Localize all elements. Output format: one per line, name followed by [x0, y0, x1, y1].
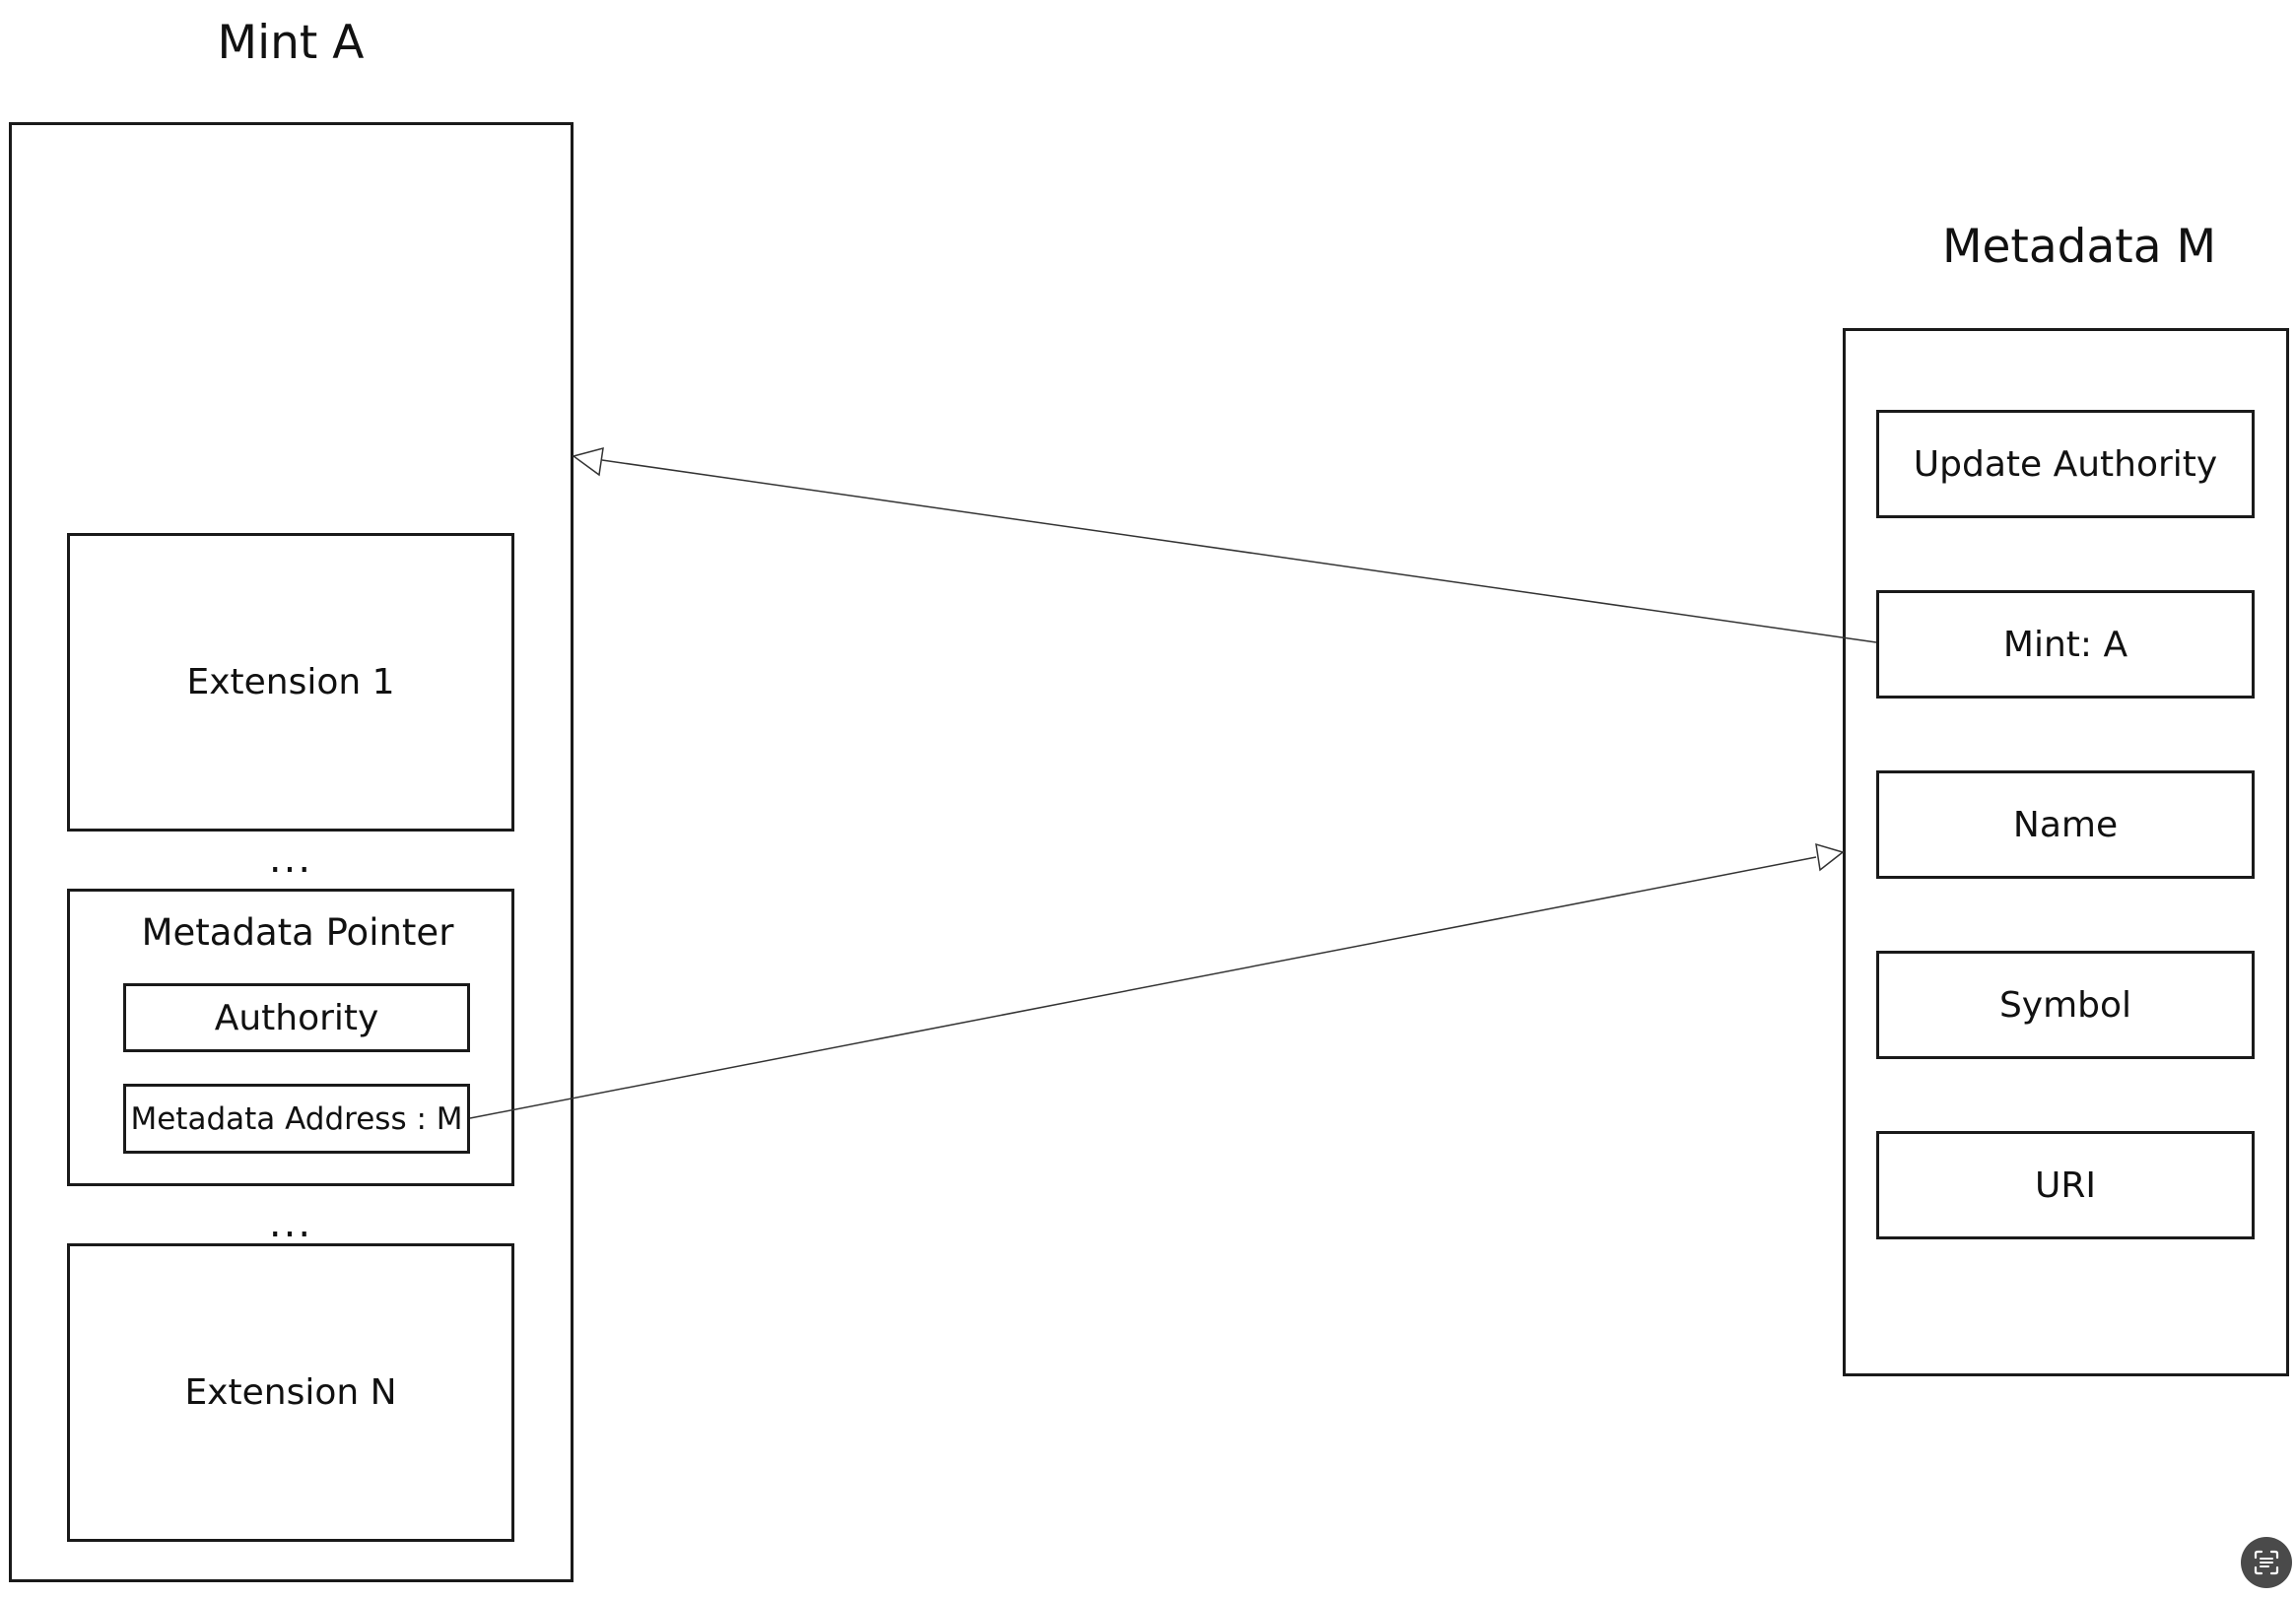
scan-text-icon	[2253, 1549, 2280, 1576]
metadata-title: Metadata M	[1941, 220, 2217, 274]
arrow-mint-field-to-mint-account	[572, 446, 1877, 643]
metadata-address-label: Metadata Address : M	[130, 1100, 463, 1137]
ellipsis-upper: ...	[268, 836, 313, 882]
field-symbol-label: Symbol	[1998, 984, 2132, 1026]
extension-1-label: Extension 1	[186, 662, 395, 702]
field-uri-label: URI	[2035, 1165, 2096, 1206]
extension-1-box: Extension 1	[67, 533, 514, 832]
metadata-pointer-title: Metadata Pointer	[141, 911, 454, 954]
extension-n-label: Extension N	[184, 1372, 397, 1413]
ellipsis-lower: ...	[268, 1201, 313, 1246]
arrow-metadata-address-to-metadata-account	[469, 842, 1845, 1119]
pointer-authority-box: Authority	[123, 983, 470, 1052]
field-update-authority: Update Authority	[1876, 410, 2255, 518]
field-uri: URI	[1876, 1131, 2255, 1239]
metadata-address-box: Metadata Address : M	[123, 1084, 470, 1154]
extension-n-box: Extension N	[67, 1243, 514, 1542]
scan-text-button[interactable]	[2241, 1537, 2292, 1588]
field-symbol: Symbol	[1876, 951, 2255, 1059]
field-mint-label: Mint: A	[2002, 624, 2128, 665]
field-name: Name	[1876, 770, 2255, 879]
field-mint: Mint: A	[1876, 590, 2255, 699]
mint-title: Mint A	[217, 16, 365, 70]
field-update-authority-label: Update Authority	[1913, 443, 2218, 485]
pointer-authority-label: Authority	[214, 997, 379, 1038]
field-name-label: Name	[2012, 804, 2119, 845]
